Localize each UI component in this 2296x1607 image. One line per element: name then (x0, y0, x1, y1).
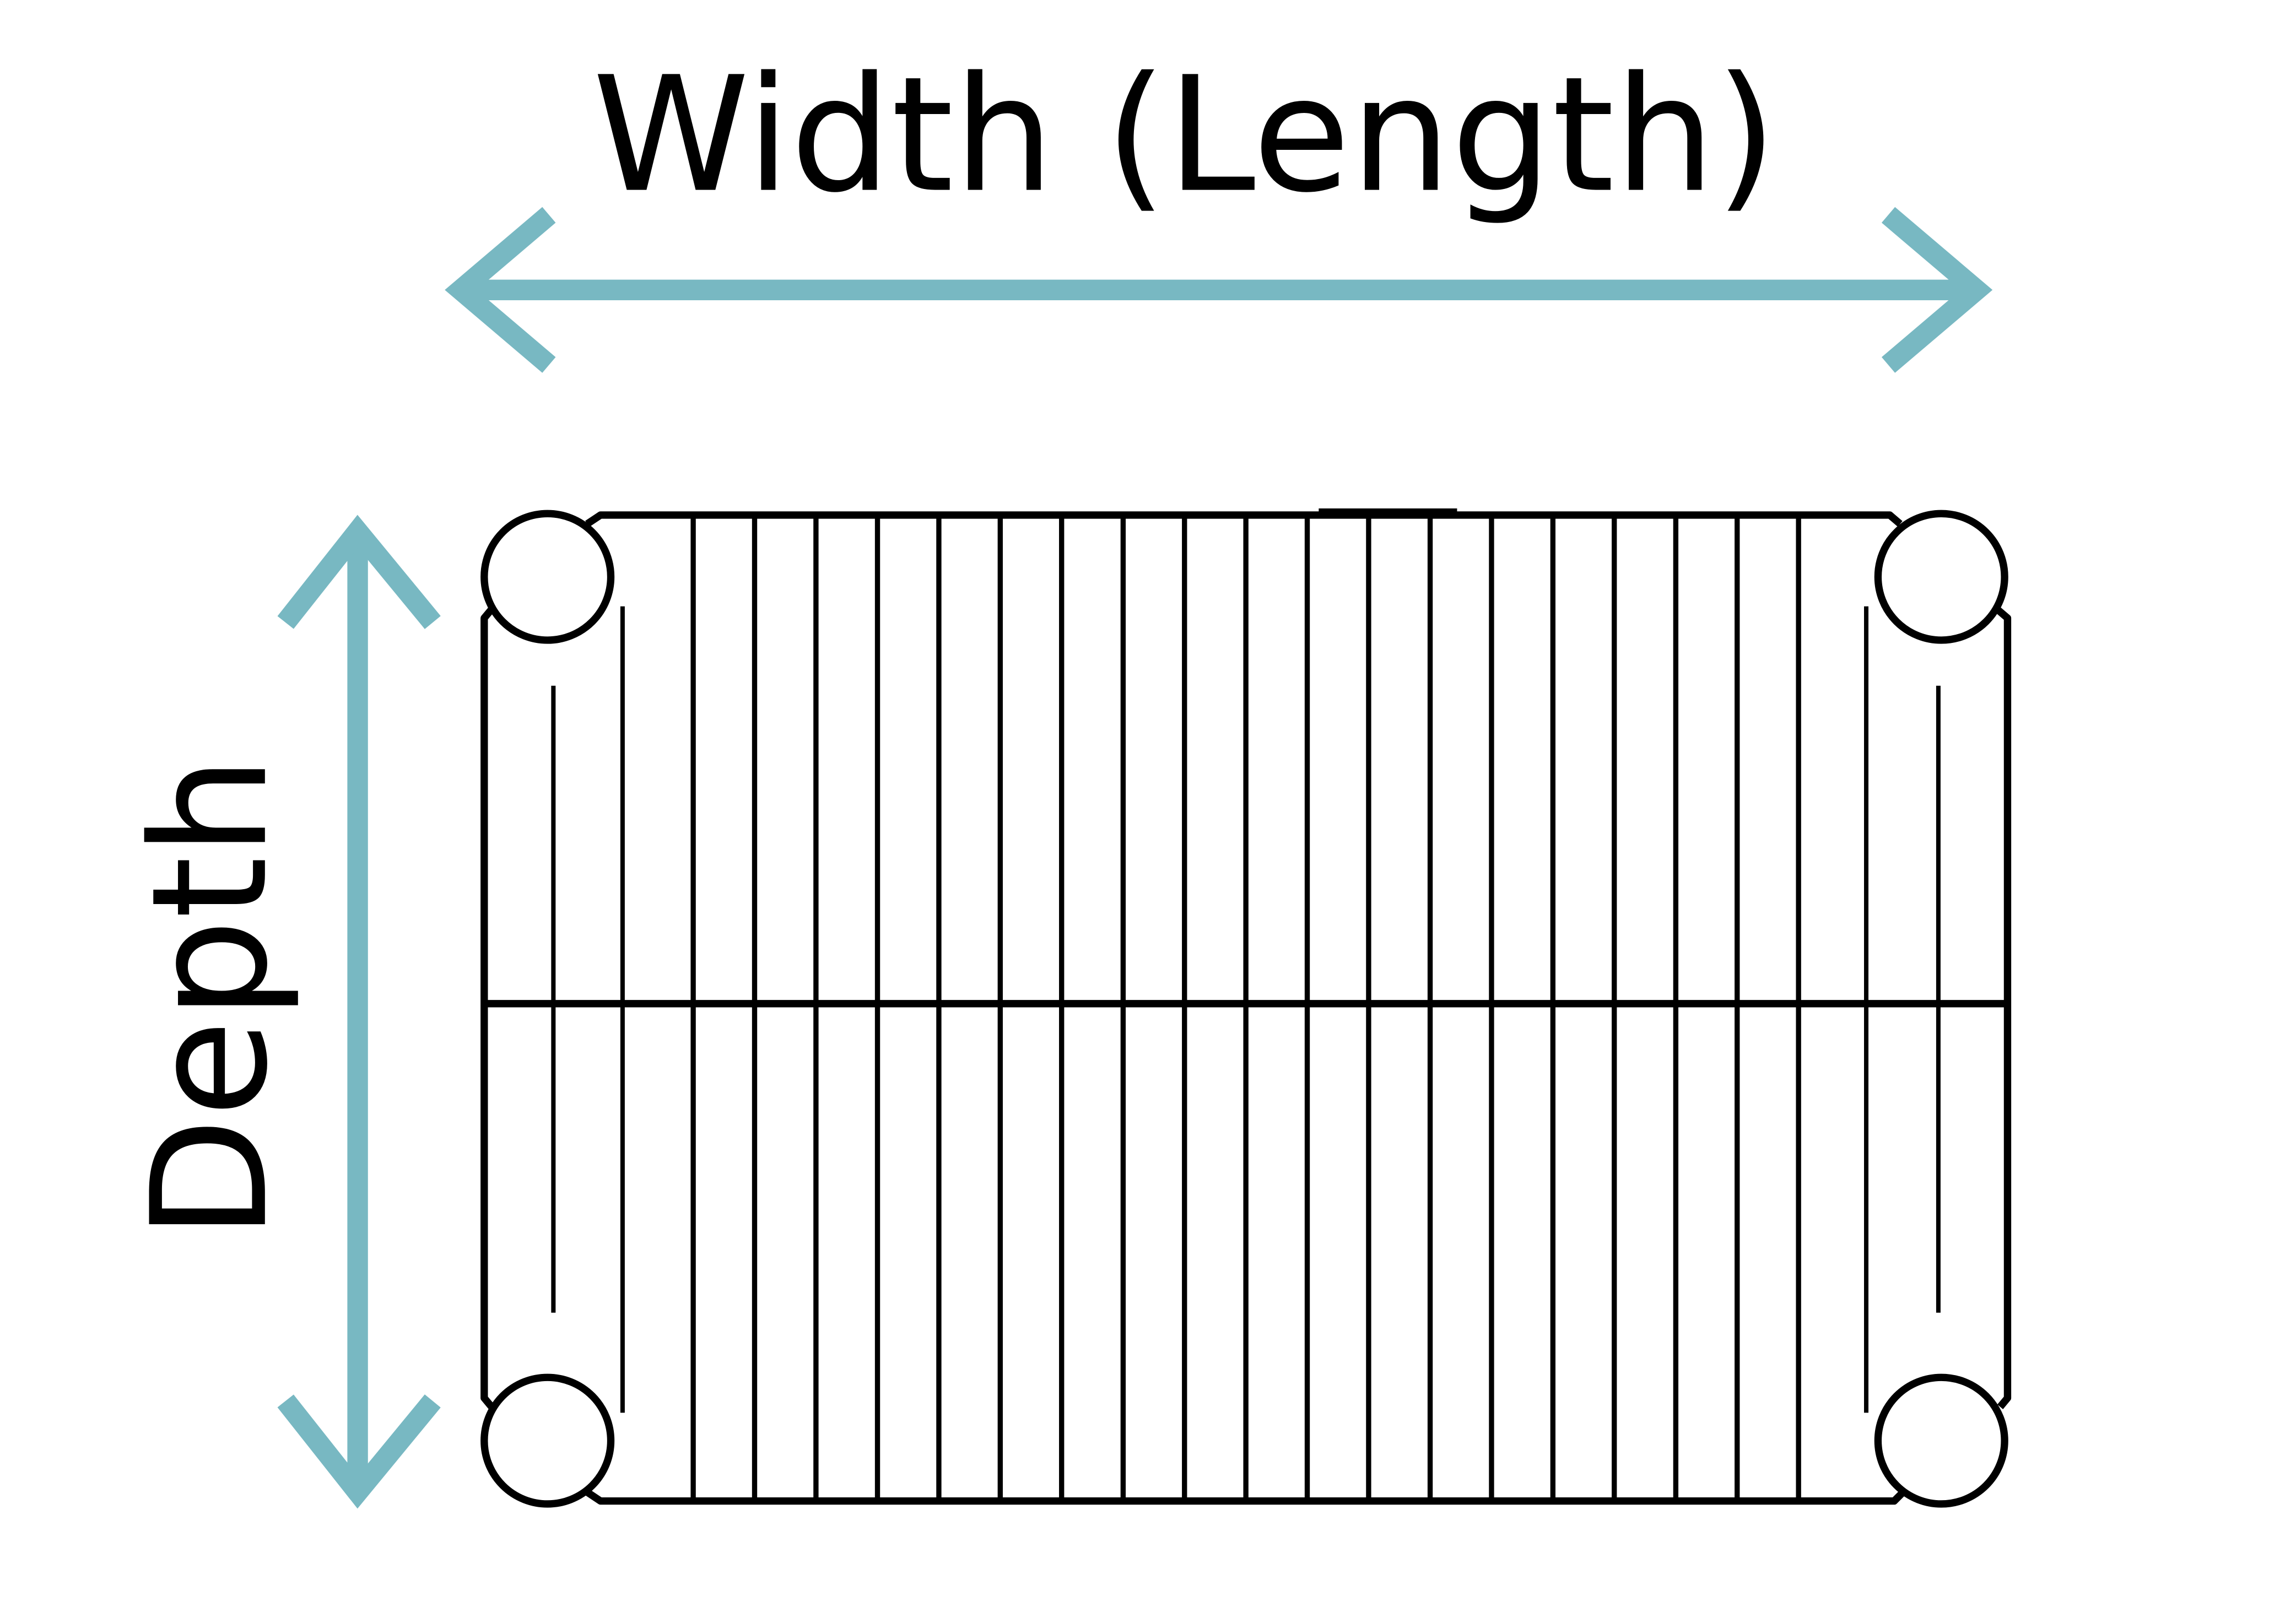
corner-post-top-left (480, 510, 615, 644)
depth-arrow-top-head (277, 515, 441, 629)
depth-label: Depth (118, 756, 303, 1240)
corner-post-top-right (1874, 510, 2008, 644)
width-arrow-right-head (1881, 207, 1993, 373)
width-arrow (445, 207, 1993, 373)
width-arrow-left-head (445, 207, 556, 373)
shelf-left-edge (480, 607, 495, 1409)
shelf-right-edge (1995, 606, 2012, 1409)
shelf-side-wires (551, 606, 1941, 1413)
corner-post-bottom-right (1874, 1373, 2008, 1508)
shelf-vertical-wires (690, 515, 1801, 1501)
depth-arrow-bottom-head (277, 1394, 441, 1509)
depth-arrow (277, 515, 441, 1509)
corner-post-bottom-left (480, 1373, 615, 1508)
shelf-corner-posts (480, 510, 2008, 1508)
width-label: Width (Length) (592, 43, 1777, 228)
